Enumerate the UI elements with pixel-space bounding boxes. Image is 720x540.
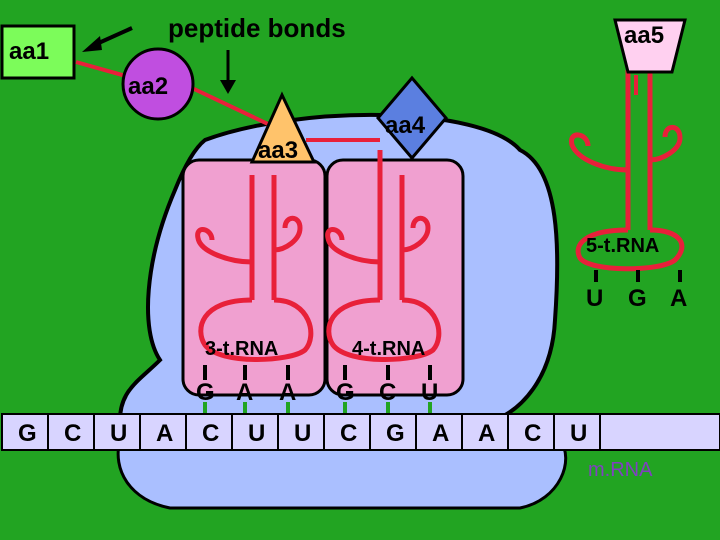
mrna-base: U (110, 420, 127, 447)
ribosome-small-subunit (116, 438, 568, 510)
mrna-cell (231, 413, 279, 451)
mrna-base: C (524, 420, 541, 447)
aa1-box (0, 24, 76, 80)
anticodon-base: G (196, 379, 215, 406)
mrna-base: C (340, 420, 357, 447)
aa4-diamond (376, 75, 448, 161)
mrna-tail (599, 413, 720, 451)
aa5-label: aa5 (624, 22, 664, 49)
mrna-cell (553, 413, 601, 451)
mrna-base: U (248, 420, 265, 447)
anticodon-base: A (670, 285, 687, 312)
mrna-cell (185, 413, 233, 451)
trna-3 (195, 175, 314, 362)
aa5-trapezoid (613, 18, 687, 74)
mrna-label: m.RNA (588, 459, 653, 481)
a-site (325, 158, 465, 397)
anticodon-base: A (236, 379, 253, 406)
mrna-cell (323, 413, 371, 451)
anticodon-base: C (379, 379, 396, 406)
anticodon-base: U (586, 285, 603, 312)
aa2-circle (121, 47, 195, 121)
mrna-base: A (432, 420, 449, 447)
trna-4-label: 4-t.RNA (352, 338, 425, 360)
mrna-base: U (570, 420, 587, 447)
trna-3-label: 3-t.RNA (205, 338, 278, 360)
mrna-base: A (156, 420, 173, 447)
aa3-label: aa3 (258, 137, 298, 164)
mrna-base: C (202, 420, 219, 447)
aa4-label: aa4 (385, 112, 426, 139)
mrna-base: G (18, 420, 37, 447)
arrow-to-aa1-icon (82, 26, 133, 52)
anticodon-base: G (628, 285, 647, 312)
arrow-down-icon (220, 50, 236, 94)
anticodon-base: A (279, 379, 296, 406)
anticodon-base: G (336, 379, 355, 406)
aa3-triangle (249, 91, 317, 164)
trna-5 (569, 70, 685, 272)
mrna-cell (93, 413, 141, 451)
mrna-base: A (478, 420, 495, 447)
mrna-cell (277, 413, 325, 451)
aa1-label: aa1 (9, 38, 49, 65)
mrna-base: G (386, 420, 405, 447)
mrna-base: C (64, 420, 81, 447)
anticodon-base: U (421, 379, 438, 406)
mrna-cell (139, 413, 187, 451)
mrna-cell (47, 413, 95, 451)
trna-5-label: 5-t.RNA (586, 235, 659, 257)
peptide-bonds-label: peptide bonds (168, 13, 346, 43)
aa2-label: aa2 (128, 73, 168, 100)
mrna-base: U (294, 420, 311, 447)
trna-4 (325, 150, 442, 362)
pairing-ticks (203, 270, 682, 418)
mrna-cell (507, 413, 555, 451)
